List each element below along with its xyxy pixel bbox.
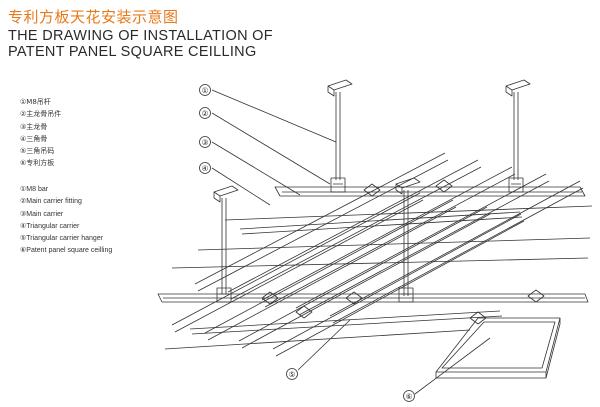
- legend-en-item-1: ①M8 bar: [20, 186, 49, 193]
- callout-4: ④: [202, 164, 209, 173]
- main-carriers: [157, 186, 593, 303]
- legend-en-item-3: ③Main carrier: [20, 210, 64, 218]
- triangular-carriers: [171, 152, 584, 357]
- title-english-line-1: THE DRAWING OF INSTALLATION OF: [8, 28, 273, 44]
- legend-en-item-4: ④Triangular carrier: [20, 222, 80, 230]
- legend-english: ①M8 bar ②Main carrier fitting ③Main carr…: [20, 184, 112, 258]
- cross-rails: [164, 211, 523, 350]
- legend-chinese: ①M8吊杆 ②主龙骨吊件 ③主龙骨 ④三角骨 ⑤三角吊码 ⑥专利方板: [20, 96, 61, 170]
- legend-cn-item-3: ③主龙骨: [20, 122, 48, 131]
- callout-3: ③: [202, 138, 209, 147]
- title-english: THE DRAWING OF INSTALLATION OF PATENT PA…: [8, 28, 273, 60]
- ceiling-anchors: [213, 79, 531, 203]
- title-english-line-2: PATENT PANEL SQUARE CEILLING: [8, 44, 257, 60]
- legend-en-item-5: ⑤Triangular carrier hanger: [20, 235, 104, 243]
- m8-bars: [221, 92, 519, 296]
- legend-en-item-2: ②Main carrier fitting: [20, 198, 82, 206]
- callout-circles: [199, 84, 415, 402]
- patent-panel: [435, 317, 561, 379]
- callout-2: ②: [202, 109, 209, 118]
- callout-1: ①: [202, 86, 209, 95]
- legend-cn-item-6: ⑥专利方板: [20, 159, 55, 168]
- legend-cn-item-4: ④三角骨: [20, 134, 48, 143]
- legend-cn-item-1: ①M8吊杆: [20, 98, 51, 106]
- title-chinese: 专利方板天花安装示意图: [8, 8, 179, 26]
- callout-5: ⑤: [289, 370, 296, 379]
- legend-cn-item-5: ⑤三角吊码: [20, 147, 55, 156]
- legend-cn-item-2: ②主龙骨吊件: [20, 110, 62, 119]
- legend-en-item-6: ⑥Patent panel square ceilling: [20, 247, 113, 255]
- callout-6: ⑥: [406, 392, 413, 401]
- main-carrier-fittings: [216, 177, 524, 303]
- callout-leaders: [211, 89, 491, 395]
